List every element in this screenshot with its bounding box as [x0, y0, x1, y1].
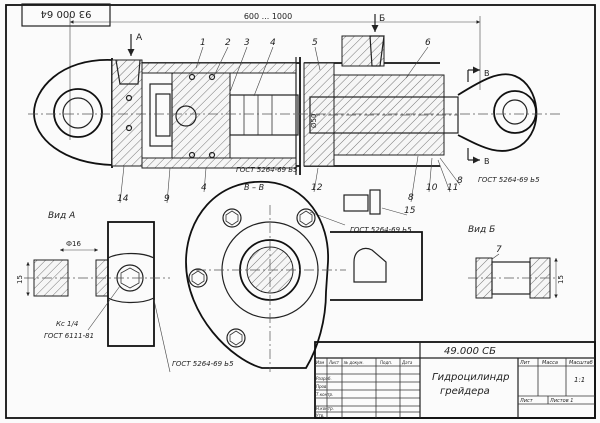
view-a-title: Вид А — [48, 211, 75, 221]
rear-cap — [111, 59, 143, 167]
sheets-label: Листов 1 — [549, 398, 573, 404]
callout-number: 4 — [270, 38, 276, 48]
section-b-bottom-mark: В — [484, 157, 490, 166]
left-eye-mount — [33, 58, 113, 168]
callout-number: 11 — [447, 183, 458, 193]
outer-frame — [5, 4, 596, 419]
callout-leader — [203, 167, 207, 193]
view-a-dia-label: Ф16 — [66, 240, 81, 248]
cylinder-assembly: Ø50 В В — [28, 35, 560, 215]
callout-leader — [314, 46, 321, 71]
rod-diameter-label: Ø50 — [310, 114, 318, 128]
length-dimension: 600 ... 1000 — [69, 12, 481, 140]
title-block-name-line2: грейдера — [440, 386, 490, 397]
col-scale: Масштаб — [569, 360, 593, 366]
thread-label: Кс 1/4 — [56, 320, 78, 328]
view-b-arrow: Б — [371, 14, 385, 32]
row-utv: Утв. — [316, 413, 324, 418]
gost-label-1: ГОСТ 5264-69 Ь5 — [236, 166, 298, 174]
port-flange — [341, 35, 385, 67]
gost-thread-label: ГОСТ 6111-81 — [44, 332, 94, 340]
hdr-list: Лист — [328, 360, 340, 365]
length-dimension-label: 600 ... 1000 — [244, 12, 292, 21]
hdr-izm: Изм — [316, 360, 324, 365]
front-gland — [303, 62, 335, 167]
section-b-top-mark: В — [484, 69, 490, 78]
callout-number: 12 — [311, 183, 323, 193]
callout-leader — [253, 46, 274, 97]
right-eye-mount — [457, 73, 538, 152]
col-lit: Лит — [519, 360, 531, 366]
col-mass: Масса — [542, 360, 558, 366]
callout-leader — [229, 46, 248, 93]
callout-number: 14 — [117, 194, 129, 204]
callout-leader — [119, 165, 125, 204]
drawing-number-stamp: 93 000 64 — [21, 3, 111, 27]
view-a-arrow: A — [127, 33, 143, 56]
callout-leader — [428, 157, 433, 193]
sheet-label: Лист — [519, 398, 534, 404]
callout-leader — [313, 167, 319, 193]
callout-number: 4 — [201, 183, 207, 193]
seal-marks — [125, 73, 216, 159]
row-razrab: Разраб. — [316, 376, 332, 381]
callout-leader — [213, 46, 229, 77]
hdr-doc: № докум. — [343, 360, 364, 365]
hdr-sign: Подп. — [380, 360, 392, 365]
callout-number: 9 — [164, 194, 170, 204]
callout-number: 8 — [457, 176, 463, 186]
callout-leader — [166, 167, 171, 204]
callout-number: 10 — [426, 183, 438, 193]
row-tkontr: Т.контр. — [316, 392, 333, 397]
stamp-text: 93 000 64 — [41, 8, 92, 19]
title-block-name-line1: Гидроцилиндр — [432, 372, 509, 383]
callout-number: 2 — [225, 38, 231, 48]
bleed-bolt — [343, 194, 369, 212]
piston-rod-left — [229, 94, 299, 136]
callout-leader — [437, 159, 451, 193]
barrel-top-wall — [141, 62, 297, 74]
callout-leader — [405, 46, 429, 79]
callout-leader — [195, 46, 204, 69]
title-block-number: 49.000 СБ — [444, 346, 496, 357]
view-a-marker: A — [136, 33, 143, 43]
view-b: Вид Б 15 — [468, 225, 565, 299]
view-b-title: Вид Б — [468, 225, 495, 235]
callout-number: 8 — [408, 193, 414, 203]
view-a: Вид А Ф16 15 Кс 1/4 ГОСТ 6111-81 ГОСТ 52… — [16, 211, 234, 373]
piston — [171, 72, 231, 159]
view-a-size-label: 15 — [16, 275, 24, 284]
callout-leader — [381, 207, 408, 216]
section-bb-view — [185, 180, 423, 372]
scale-value: 1:1 — [574, 376, 585, 384]
callout-number: 1 — [200, 38, 206, 48]
callout-number: 6 — [425, 38, 431, 48]
view-b-marker: Б — [379, 14, 385, 24]
row-prov: Пров. — [316, 384, 328, 389]
hdr-date: Дата — [401, 360, 413, 365]
gost-label-2: ГОСТ 5264-69 Ь5 — [478, 176, 540, 184]
callout-leader — [410, 155, 419, 203]
flange-bolts — [188, 208, 316, 348]
view-b-size-label: 15 — [557, 275, 565, 284]
callout-number: 5 — [312, 38, 318, 48]
gost-label-4: ГОСТ 5264-69 Ь5 — [172, 360, 234, 368]
callout-number: 15 — [404, 206, 416, 216]
gost-label-3: ГОСТ 5264-69 Ь5 — [350, 226, 412, 234]
row-nkontr: Н.контр. — [316, 406, 334, 411]
callout-number: 3 — [244, 38, 250, 48]
title-block: 49.000 СБ Гидроцилиндр грейдера Лит Масс… — [314, 341, 596, 419]
section-bb-title: В – В — [244, 183, 264, 192]
callout-leader — [439, 157, 461, 186]
callout-number: 7 — [496, 245, 502, 255]
